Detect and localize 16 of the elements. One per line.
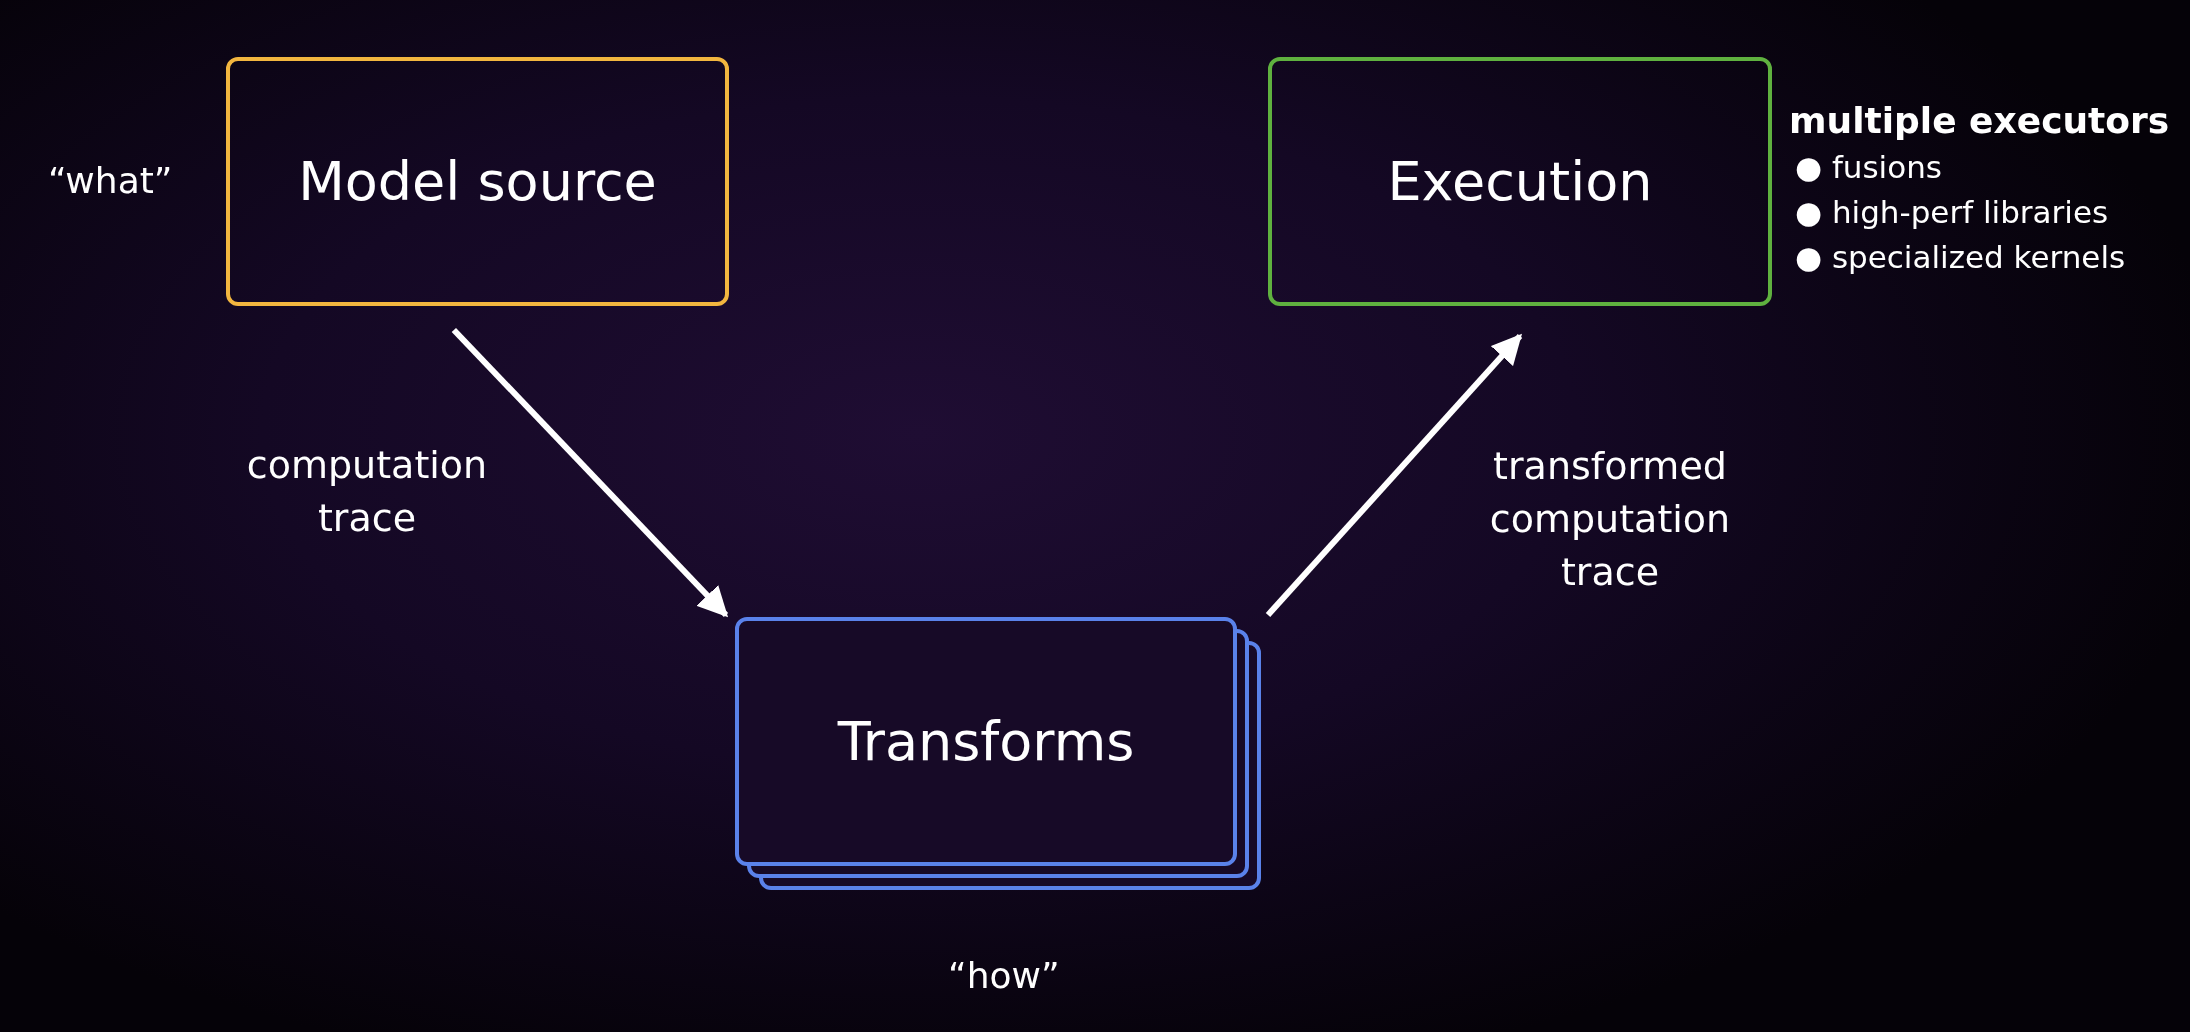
list-item: ● fusions (1795, 148, 1943, 187)
box-label: Execution (1387, 150, 1653, 213)
stacked-process-box (735, 617, 1261, 890)
process-box (226, 57, 729, 306)
list-heading: multiple executors (1789, 100, 2170, 141)
arrow (1265, 333, 1523, 617)
process-box (1268, 57, 1772, 306)
list-item: ● high-perf libraries (1795, 192, 2110, 232)
box-label: Transforms (837, 710, 1135, 773)
side-note: “what” (48, 160, 173, 201)
side-note: “how” (948, 955, 1060, 996)
box-label: Model source (298, 150, 657, 213)
edge-label: transformed computation trace (1488, 443, 1732, 597)
arrow (451, 327, 729, 618)
list-item: ● specialized kernels (1795, 237, 2127, 277)
edge-label: computation trace (245, 441, 489, 542)
